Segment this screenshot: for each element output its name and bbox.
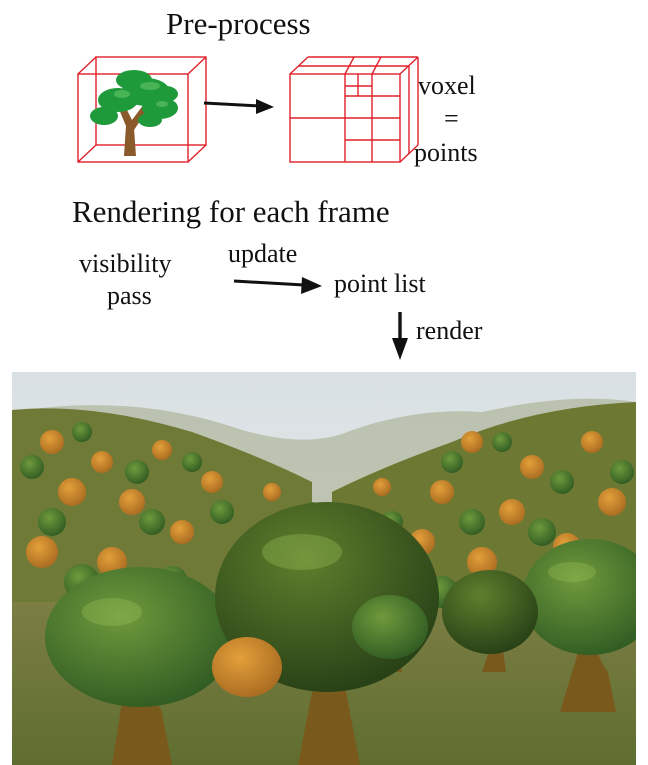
rendered-forest-image xyxy=(12,372,636,765)
voxel-label: voxel xyxy=(418,71,476,100)
foreground-crowns xyxy=(45,502,636,707)
leaf-highlights xyxy=(82,534,596,626)
point-list-label: point list xyxy=(334,269,426,298)
rendering-title: Rendering for each frame xyxy=(72,194,390,229)
tree-icon xyxy=(90,70,178,156)
arrow-right-icon xyxy=(203,99,274,114)
update-arrow-icon xyxy=(233,277,322,294)
pass-label: pass xyxy=(107,281,152,310)
preprocess-title: Pre-process xyxy=(166,6,311,41)
points-label: points xyxy=(414,138,478,167)
pipeline-diagram xyxy=(77,56,419,360)
update-label: update xyxy=(228,239,298,268)
voxel-cube-icon xyxy=(289,56,419,163)
render-label: render xyxy=(416,316,483,345)
equals-sign: = xyxy=(444,104,459,133)
visibility-label: visibility xyxy=(79,249,172,278)
arrow-down-icon xyxy=(392,312,408,360)
